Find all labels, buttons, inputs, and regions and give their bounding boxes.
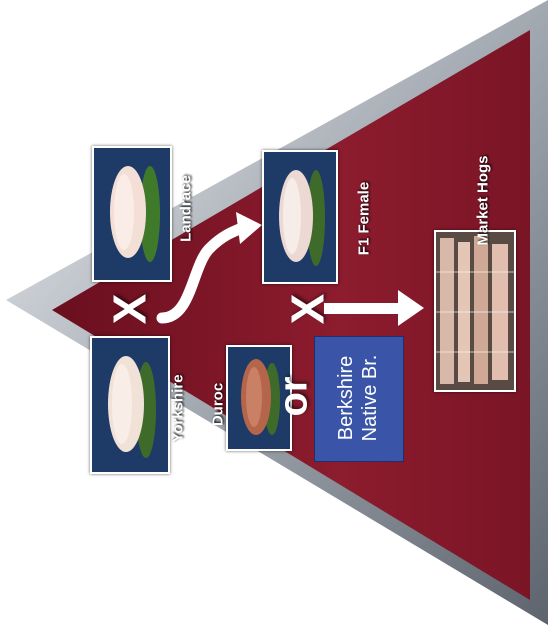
market-hogs-label: Market Hogs [475, 146, 492, 256]
